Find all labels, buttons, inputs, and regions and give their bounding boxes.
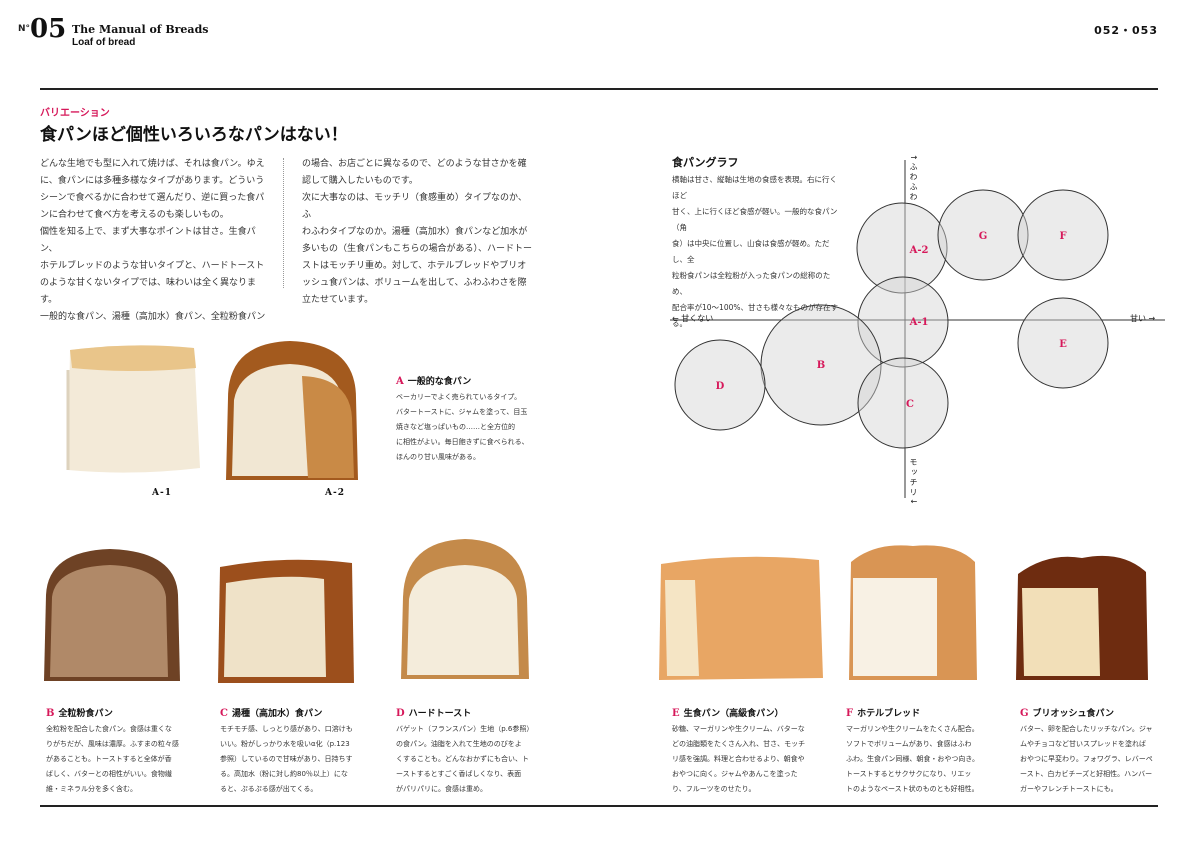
circle-e	[1017, 297, 1109, 389]
axis-top-label: ↑ふわふわ	[909, 154, 918, 203]
number-mark: N°	[18, 24, 31, 34]
label-d: D	[716, 381, 725, 392]
circle-a1	[857, 276, 949, 368]
top-rule	[40, 88, 1158, 90]
circle-c	[857, 357, 949, 449]
column-divider	[283, 158, 284, 288]
circle-a2	[856, 202, 948, 294]
photo-label-a1: A-1	[152, 488, 172, 498]
axis-left-label: ← 甘くない	[672, 314, 714, 323]
bread-photo-a2	[226, 341, 358, 480]
bottom-rule	[40, 805, 1158, 807]
bread-graph: A-2 G F A-1 E B D C	[670, 160, 1165, 498]
bread-photo-c	[218, 559, 354, 683]
chapter-number: 05	[30, 14, 67, 44]
page-numbers: 052・053	[1094, 24, 1158, 37]
axis-right-label: 甘い →	[1130, 314, 1156, 323]
circle-f	[1017, 189, 1109, 281]
bread-photo-b	[44, 549, 180, 681]
label-b: B	[817, 360, 825, 371]
label-e: E	[1059, 339, 1067, 350]
graph-title: 食パングラフ	[672, 156, 739, 169]
bread-photo-f	[849, 545, 977, 680]
bread-photo-g	[1016, 555, 1148, 680]
label-a2: A-2	[909, 245, 929, 256]
chapter-title: The Manual of Breads	[72, 23, 209, 36]
circle-b	[760, 304, 882, 426]
photo-label-a2: A-2	[325, 488, 345, 498]
category-label: バリエーション	[40, 108, 110, 119]
intro-column-1: どんな生地でも型に入れて焼けば、それは食パン。ゆえに、食パンには多種多様なタイプ…	[40, 159, 266, 322]
label-a1: A-1	[909, 317, 929, 328]
graph-description: 横軸は甘さ、縦軸は生地の食感を表現。右に行くほど甘く、上に行くほど食感が軽い。一…	[672, 175, 838, 328]
chapter-subtitle: Loaf of bread	[72, 37, 136, 48]
label-g: G	[979, 231, 988, 242]
circle-d	[674, 339, 766, 431]
bread-photo-a1	[66, 345, 200, 473]
bread-photo-d	[401, 539, 529, 679]
intro-column-2: の場合、お店ごとに異なるので、どのような甘さかを確認して購入したいものです。次に…	[302, 159, 532, 305]
label-f: F	[1059, 231, 1066, 242]
axis-bottom-label: モッチリ↓	[909, 458, 918, 507]
circle-g	[937, 189, 1029, 281]
bread-photo-e	[659, 556, 823, 680]
label-c: C	[906, 399, 914, 410]
headline: 食パンほど個性いろいろなパンはない！	[40, 125, 348, 145]
